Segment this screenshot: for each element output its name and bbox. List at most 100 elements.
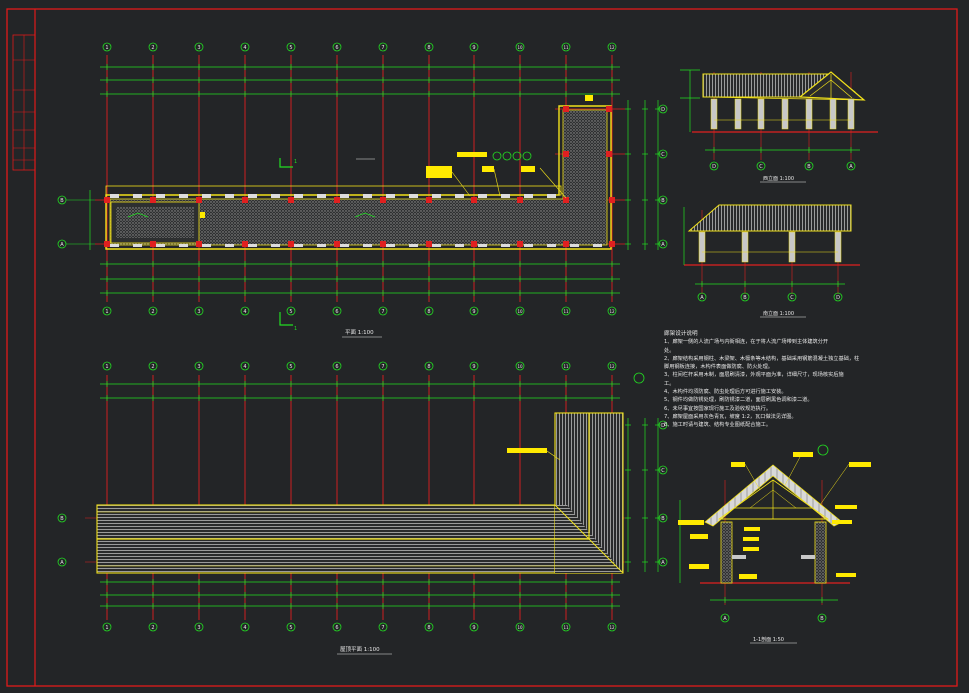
- svg-text:1: 1: [105, 45, 108, 51]
- note-line: 工。: [664, 380, 675, 387]
- grid-bubble: C: [658, 149, 668, 159]
- note-line: 7、廊架屋面采用灰色青瓦，坡度 1:2，瓦口做法见详图。: [664, 413, 797, 420]
- callout-label: [690, 534, 708, 539]
- grid-bubble: 1: [102, 361, 112, 371]
- svg-text:2: 2: [151, 625, 154, 631]
- svg-text:A: A: [661, 560, 665, 566]
- grid-bubble: D: [833, 292, 843, 302]
- grid-bubble: D: [658, 420, 668, 430]
- grid-bubble: B: [804, 161, 814, 171]
- callout-label: [457, 152, 487, 157]
- note-line: 1、廊架一侧的人流广场与内街相连，在于将人流广场带到主体建筑分开: [664, 339, 829, 346]
- note-line: 6、未尽事宜按国家现行施工及验收规范执行。: [664, 405, 772, 412]
- svg-text:A: A: [849, 164, 853, 170]
- svg-text:7: 7: [381, 625, 384, 631]
- grid-bubble: 12: [607, 306, 617, 316]
- grid-bubble: B: [740, 292, 750, 302]
- grid-bubble: 1: [102, 622, 112, 632]
- design-notes: 廊架设计说明 1、廊架一侧的人流广场与内街相连，在于将人流广场带到主体建筑分开 …: [664, 330, 888, 430]
- section-title: 1-1剖面 1:50: [753, 636, 784, 643]
- grid-bubble: A: [846, 161, 856, 171]
- svg-text:5: 5: [289, 625, 292, 631]
- svg-text:D: D: [661, 107, 665, 113]
- callout-label: [731, 462, 745, 467]
- grid-bubble: 5: [286, 306, 296, 316]
- callout-label: [836, 573, 856, 577]
- grid-bubble: 9: [469, 622, 479, 632]
- svg-text:C: C: [790, 295, 794, 301]
- grid-bubble: B: [57, 513, 67, 523]
- callout-label: [743, 537, 759, 541]
- grid-bubble: D: [658, 104, 668, 114]
- grid-bubble: 10: [515, 622, 525, 632]
- svg-text:10: 10: [517, 309, 523, 314]
- grid-bubble: 11: [561, 306, 571, 316]
- svg-text:12: 12: [609, 364, 615, 369]
- grid-bubble: 2: [148, 306, 158, 316]
- svg-text:B: B: [661, 198, 665, 204]
- callout-label: [507, 448, 547, 453]
- grid-bubble: B: [57, 195, 67, 205]
- svg-text:8: 8: [427, 309, 430, 315]
- grid-bubble: 10: [515, 306, 525, 316]
- svg-text:11: 11: [563, 309, 569, 314]
- svg-text:2: 2: [151, 309, 154, 315]
- svg-text:2: 2: [151, 45, 154, 51]
- grid-bubble: C: [787, 292, 797, 302]
- grid-bubble: 8: [424, 622, 434, 632]
- grid-bubble: 5: [286, 361, 296, 371]
- grid-bubble: 2: [148, 361, 158, 371]
- grid-bubble: 5: [286, 42, 296, 52]
- grid-bubble: 8: [424, 306, 434, 316]
- svg-text:4: 4: [243, 45, 246, 51]
- grid-bubble: 7: [378, 622, 388, 632]
- svg-text:11: 11: [563, 625, 569, 630]
- note-line: 5、钢件均做防锈处理，刷防锈漆二道，面层刷黑色调和漆二道。: [664, 397, 813, 404]
- callout-label: [521, 166, 535, 172]
- grid-bubble: A: [57, 557, 67, 567]
- note-line: 8、施工时请与建筑、结构专业图纸配合施工。: [664, 422, 772, 429]
- svg-text:5: 5: [289, 309, 292, 315]
- svg-text:1: 1: [294, 326, 297, 332]
- west-elevation-title: 西立面 1:100: [763, 175, 794, 182]
- svg-text:A: A: [700, 295, 704, 301]
- grid-bubble: 6: [332, 361, 342, 371]
- grid-bubble: 12: [607, 622, 617, 632]
- svg-text:7: 7: [381, 364, 384, 370]
- callout-label: [426, 166, 452, 178]
- svg-text:B: B: [60, 516, 64, 522]
- grid-bubble: D: [709, 161, 719, 171]
- svg-text:3: 3: [197, 45, 200, 51]
- grid-bubble: 9: [469, 361, 479, 371]
- svg-text:A: A: [723, 616, 727, 622]
- svg-text:C: C: [661, 152, 665, 158]
- callout-label: [743, 547, 759, 551]
- grid-bubble: B: [658, 513, 668, 523]
- grid-bubble: 8: [424, 361, 434, 371]
- svg-text:9: 9: [472, 625, 475, 631]
- callout-label: [744, 527, 760, 531]
- svg-text:4: 4: [243, 309, 246, 315]
- grid-bubble: C: [756, 161, 766, 171]
- grid-bubble: 11: [561, 361, 571, 371]
- grid-bubble: 11: [561, 42, 571, 52]
- svg-text:1: 1: [105, 625, 108, 631]
- callout-label: [678, 520, 704, 525]
- grid-bubble: C: [658, 465, 668, 475]
- grid-bubble: 9: [469, 42, 479, 52]
- grid-bubble: 3: [194, 42, 204, 52]
- grid-bubble: 4: [240, 622, 250, 632]
- note-line: 处。: [664, 347, 675, 354]
- svg-text:12: 12: [609, 309, 615, 314]
- grid-bubble: 6: [332, 622, 342, 632]
- svg-text:D: D: [661, 423, 665, 429]
- grid-bubble: 12: [607, 42, 617, 52]
- svg-text:8: 8: [427, 45, 430, 51]
- svg-text:3: 3: [197, 625, 200, 631]
- svg-text:10: 10: [517, 625, 523, 630]
- note-line: 2、廊架结构采用钢柱、木梁架、木檩条等木结构，基础采用钢筋混凝土独立基础，柱: [664, 355, 860, 362]
- svg-text:8: 8: [427, 625, 430, 631]
